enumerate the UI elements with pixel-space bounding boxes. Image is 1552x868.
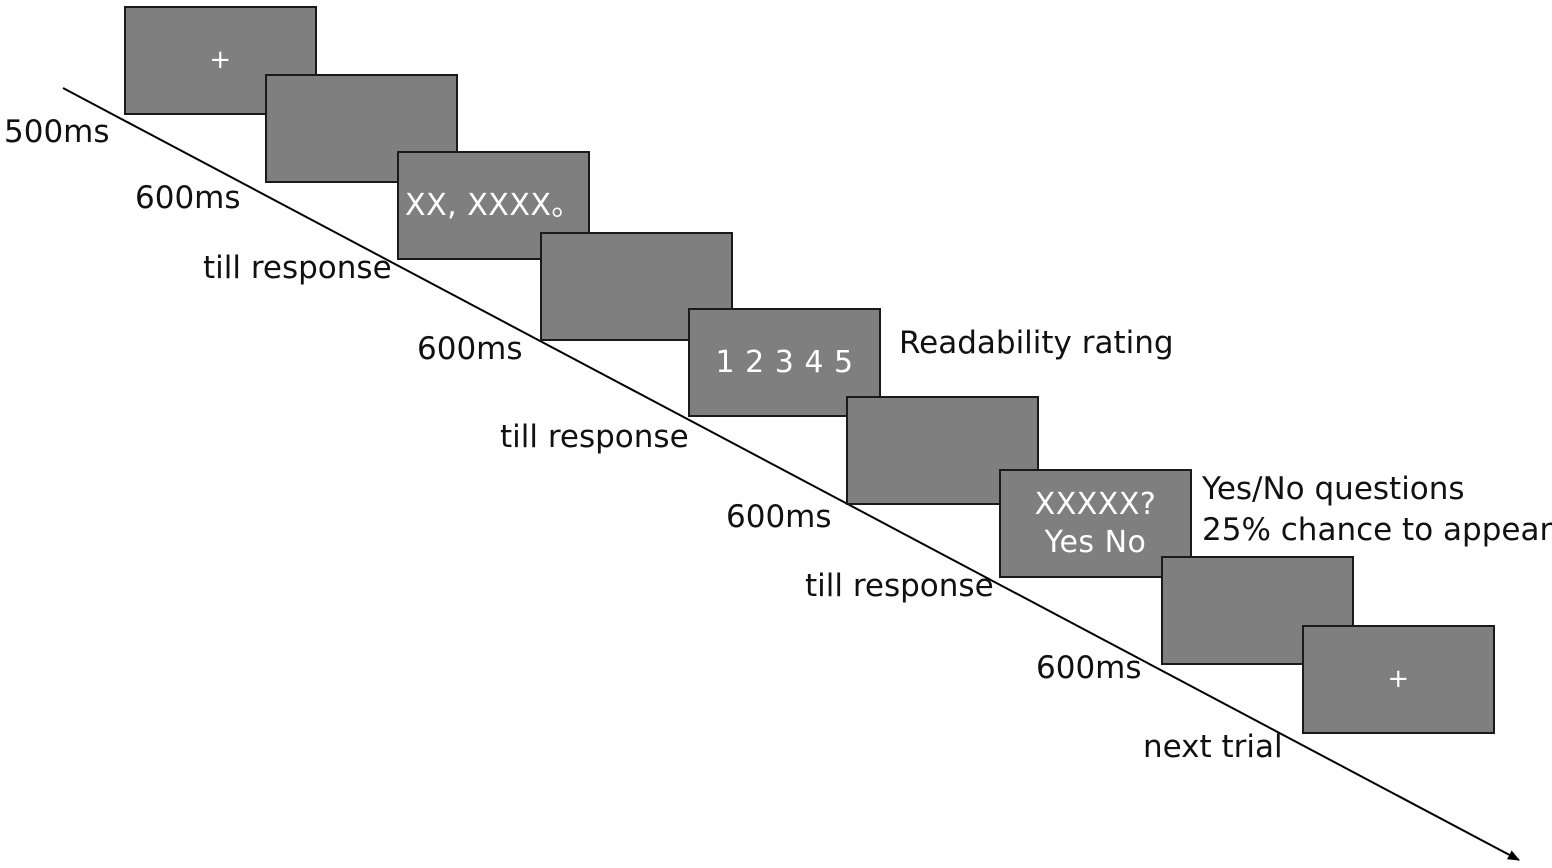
duration-label-rating: till response [500,419,689,455]
sentence-screen: XX, XXXX。 [397,151,590,260]
fixation-cross: + [209,45,232,76]
duration-label-blank-1: 600ms [135,180,241,216]
duration-label-blank-3: 600ms [726,499,832,535]
rating-scale-text: 1 2 3 4 5 [715,344,854,380]
question-note: Yes/No questions 25% chance to appear [1202,469,1552,551]
question-note-line-2: 25% chance to appear [1202,511,1552,548]
fixation-cross: + [1387,664,1410,695]
question-text: XXXXX? Yes No [1034,487,1157,560]
duration-label-blank-2: 600ms [417,331,523,367]
fixation-screen-next: + [1302,625,1495,734]
duration-label-question: till response [805,568,994,604]
duration-label-fixation: 500ms [4,114,110,150]
next-trial-label: next trial [1143,729,1283,765]
question-screen: XXXXX? Yes No [999,469,1192,578]
readability-rating-note: Readability rating [899,325,1174,361]
duration-label-blank-4: 600ms [1036,650,1142,686]
duration-label-sentence: till response [203,250,392,286]
sentence-text: XX, XXXX。 [405,187,582,223]
question-note-line-1: Yes/No questions [1202,471,1465,507]
timeline-line [62,87,1520,861]
